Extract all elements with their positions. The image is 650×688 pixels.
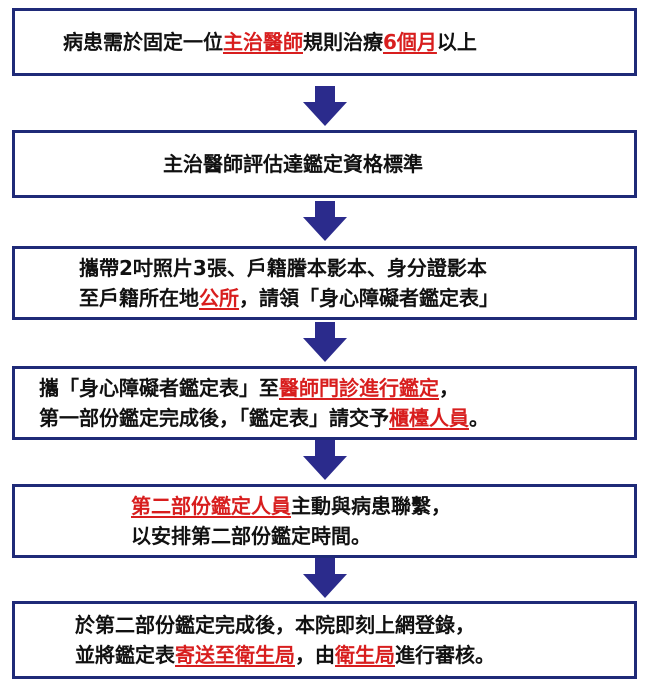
step-1-box: 病患需於固定一位主治醫師規則治療6個月以上 bbox=[12, 8, 637, 76]
step-text-line: 以安排第二部份鑑定時間。 bbox=[131, 521, 634, 551]
step-text: 。 bbox=[469, 406, 489, 430]
step-text: 主動與病患聯繫， bbox=[291, 494, 451, 518]
down-arrow-icon bbox=[303, 86, 347, 126]
step-text: 至戶籍所在地 bbox=[79, 286, 199, 310]
step-text: ， bbox=[439, 376, 459, 400]
step-text: 第一部份鑑定完成後，「鑑定表」請交予 bbox=[39, 406, 389, 430]
down-arrow-shape bbox=[303, 322, 347, 362]
step-text-line: 主治醫師評估達鑑定資格標準 bbox=[163, 149, 634, 179]
down-arrow-shape bbox=[303, 558, 347, 598]
step-6-box: 於第二部份鑑定完成後，本院即刻上網登錄， 並將鑑定表寄送至衛生局，由衛生局進行審核… bbox=[12, 601, 637, 679]
highlighted-text: 第二部份鑑定人員 bbox=[131, 494, 291, 518]
step-text-line: 並將鑑定表寄送至衛生局，由衛生局進行審核。 bbox=[75, 640, 634, 670]
step-text: 攜帶2吋照片3張、戶籍謄本影本、身分證影本 bbox=[79, 256, 487, 280]
highlighted-text: 公所 bbox=[199, 286, 239, 310]
step-2-box: 主治醫師評估達鑑定資格標準 bbox=[12, 130, 637, 198]
step-text: 以上 bbox=[436, 30, 477, 54]
step-text: ，請領「身心障礙者鑑定表」 bbox=[239, 286, 499, 310]
step-text: 於第二部份鑑定完成後，本院即刻上網登錄， bbox=[75, 613, 475, 637]
step-text-line: 第二部份鑑定人員主動與病患聯繫， bbox=[131, 491, 634, 521]
step-text-line: 攜帶2吋照片3張、戶籍謄本影本、身分證影本 bbox=[79, 253, 634, 283]
step-text-line: 攜「身心障礙者鑑定表」至醫師門診進行鑑定， bbox=[39, 373, 634, 403]
highlighted-text: 櫃檯人員 bbox=[389, 406, 469, 430]
highlighted-text: 6個月 bbox=[383, 30, 437, 54]
step-5-box: 第二部份鑑定人員主動與病患聯繫， 以安排第二部份鑑定時間。 bbox=[12, 484, 637, 558]
step-text: 進行審核。 bbox=[395, 643, 495, 667]
step-text: ，由 bbox=[295, 643, 335, 667]
down-arrow-icon bbox=[303, 201, 347, 241]
step-text-line: 第一部份鑑定完成後，「鑑定表」請交予櫃檯人員。 bbox=[39, 403, 634, 433]
step-text-line: 於第二部份鑑定完成後，本院即刻上網登錄， bbox=[75, 610, 634, 640]
highlighted-text: 衛生局 bbox=[335, 643, 395, 667]
step-text-line: 至戶籍所在地公所，請領「身心障礙者鑑定表」 bbox=[79, 283, 634, 313]
down-arrow-icon bbox=[303, 322, 347, 362]
step-text: 規則治療 bbox=[303, 30, 383, 54]
step-text: 以安排第二部份鑑定時間。 bbox=[131, 524, 371, 548]
step-text: 攜「身心障礙者鑑定表」至 bbox=[39, 376, 279, 400]
step-text: 主治醫師評估達鑑定資格標準 bbox=[163, 152, 423, 176]
down-arrow-icon bbox=[303, 440, 347, 480]
step-text: 並將鑑定表 bbox=[75, 643, 175, 667]
highlighted-text: 寄送至衛生局 bbox=[175, 643, 295, 667]
highlighted-text: 醫師門診進行鑑定 bbox=[279, 376, 439, 400]
step-text: 病患需於固定一位 bbox=[63, 30, 223, 54]
highlighted-text: 主治醫師 bbox=[223, 30, 303, 54]
step-3-box: 攜帶2吋照片3張、戶籍謄本影本、身分證影本至戶籍所在地公所，請領「身心障礙者鑑定… bbox=[12, 246, 637, 320]
down-arrow-icon bbox=[303, 558, 347, 598]
down-arrow-shape bbox=[303, 440, 347, 480]
step-4-box: 攜「身心障礙者鑑定表」至醫師門診進行鑑定，第一部份鑑定完成後，「鑑定表」請交予櫃… bbox=[12, 366, 637, 440]
down-arrow-shape bbox=[303, 201, 347, 241]
down-arrow-shape bbox=[303, 86, 347, 126]
step-text-line: 病患需於固定一位主治醫師規則治療6個月以上 bbox=[63, 27, 634, 57]
